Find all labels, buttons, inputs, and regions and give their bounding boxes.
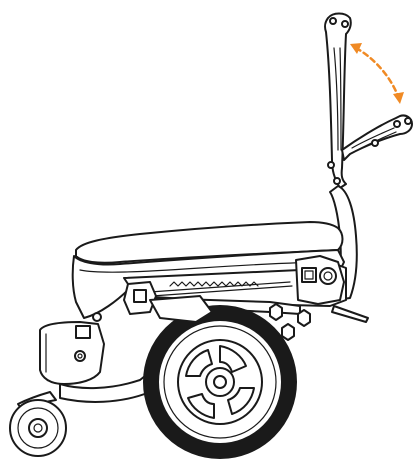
arrow-head-top [350,43,362,54]
backrest-upright [323,12,352,189]
recline-motion-arrow [350,43,404,104]
drive-wheel [143,305,297,459]
base-frame [17,312,151,411]
front-frame-housing [39,321,105,385]
frame-socket [75,325,91,339]
hex-nut [281,323,295,341]
backrest-reclined [341,114,413,161]
backrest-bolt [333,177,341,185]
wheel-spoke-cutout [187,393,215,419]
front-caster-wheel [9,399,67,457]
hex-nut [297,309,311,327]
hex-nut [269,303,283,321]
backrest-bolt [329,17,337,25]
actuator-rod [149,281,293,297]
hinge-window-inner [304,270,314,280]
axle-mount [149,295,213,323]
wheel-spoke-cutout [185,349,213,377]
frame-bolt-inner [77,353,83,359]
wheel-spoke-cutout [219,345,247,373]
backrest-reclined-frame [341,114,413,161]
backrest-bolt [371,139,379,147]
hinge-pivot-inner [323,271,333,281]
wheel-spoke-cutout [227,387,255,415]
spring-coils [169,281,259,287]
arrow-head-bottom [393,92,404,104]
backrest-upright-slot [333,47,342,151]
backrest-bolt [327,161,335,169]
double-headed-curved-arrow-icon [354,46,400,98]
backrest-upright-frame [323,12,352,189]
backrest-bolt [341,20,349,28]
drive-axle [213,375,227,389]
backrest-bolt [393,120,401,128]
release-lever [331,305,369,323]
tilt-mechanism [123,255,369,341]
front-bracket-block [133,289,147,303]
backrest-bolt [404,117,412,125]
frame-bolt [92,312,102,322]
caster-axle [33,423,43,433]
